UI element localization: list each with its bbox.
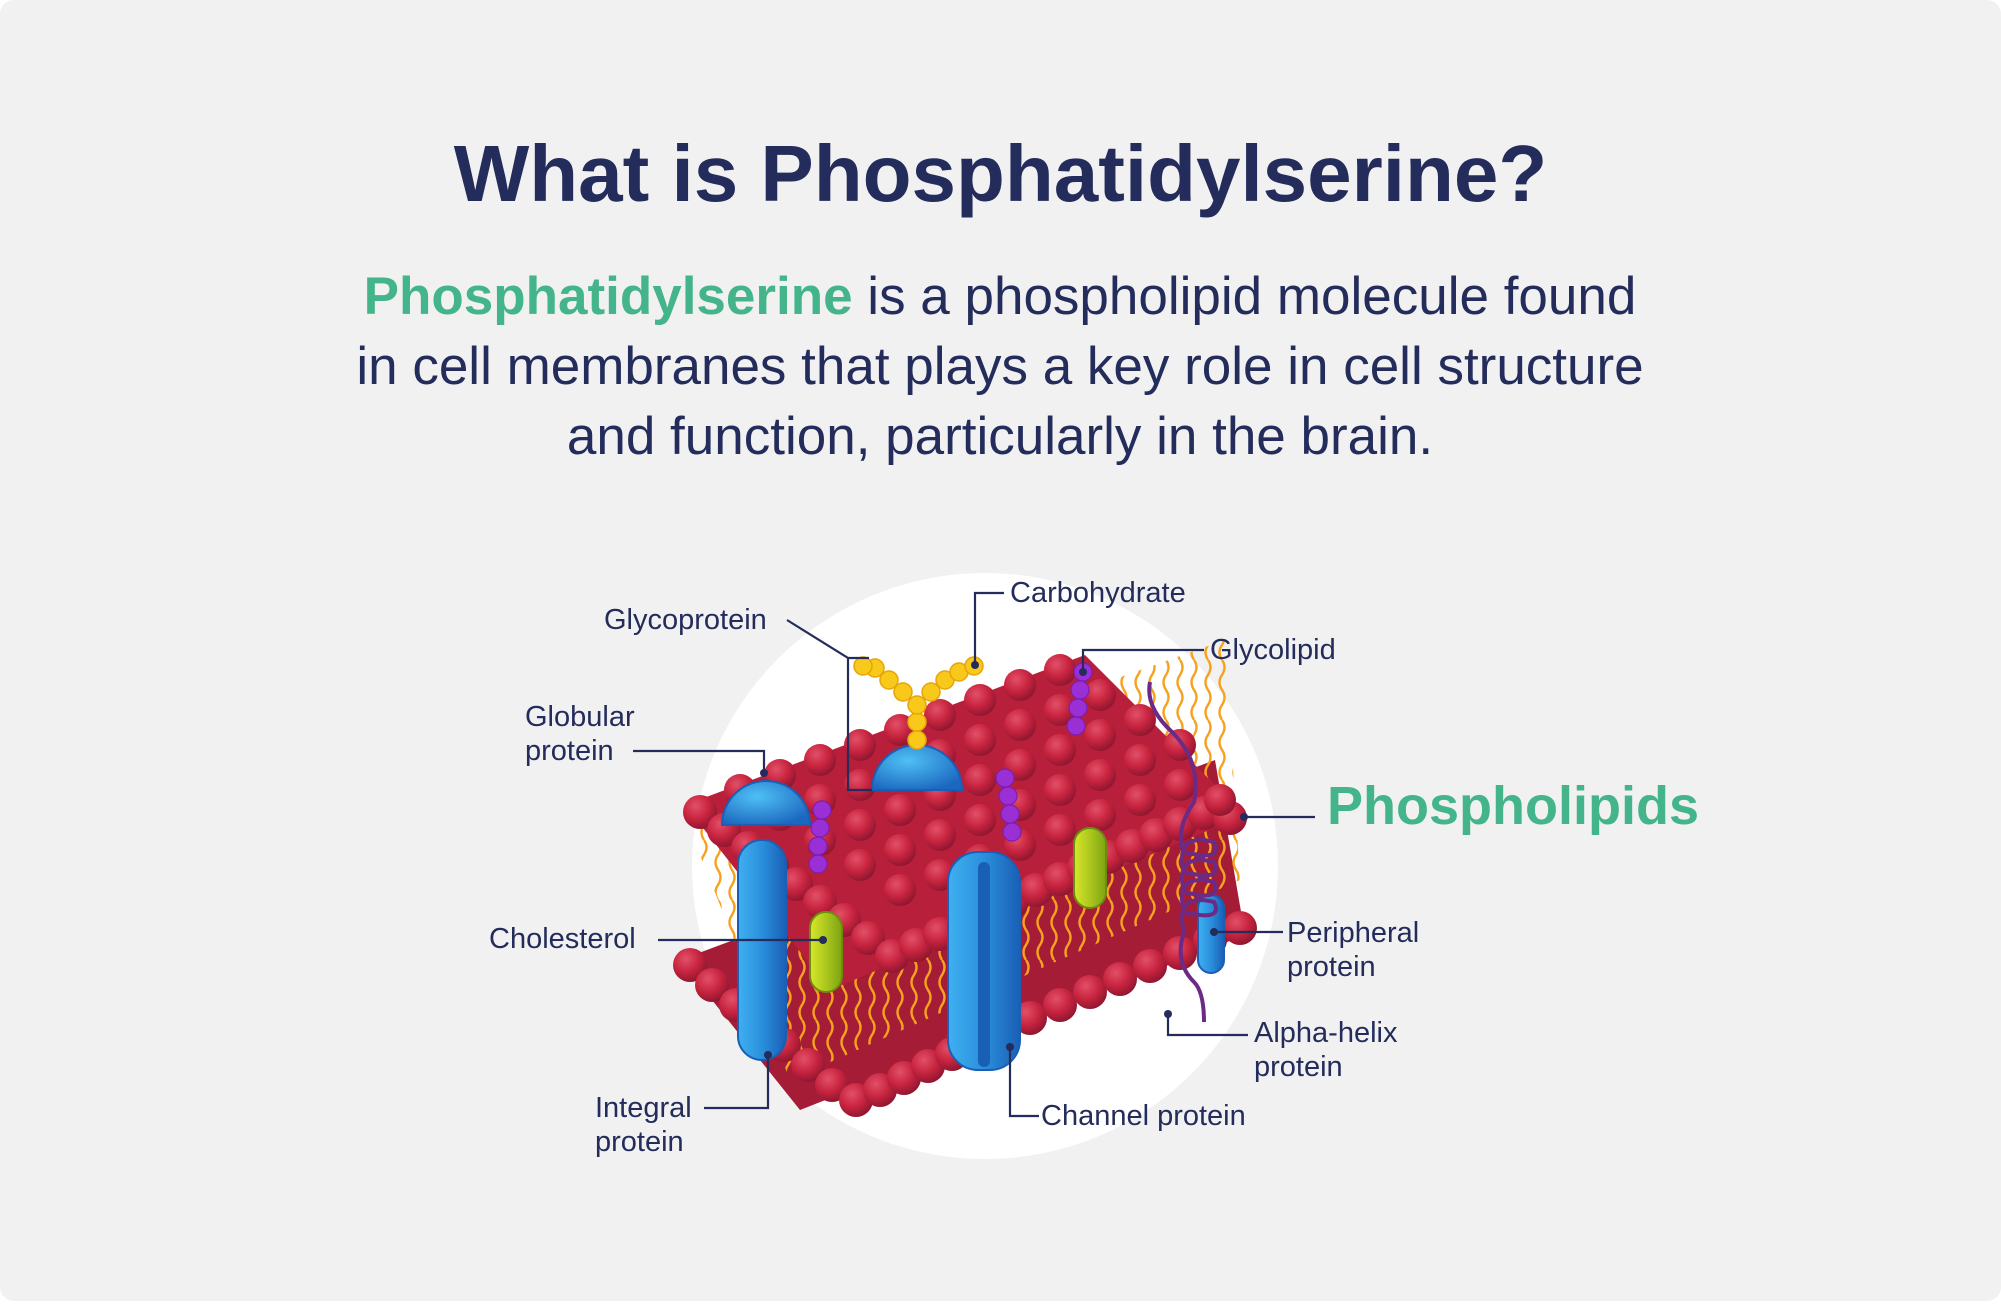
leader-dots xyxy=(760,661,1248,1059)
label-alpha-line1: Alpha-helix xyxy=(1254,1017,1398,1049)
label-cholesterol: Cholesterol xyxy=(489,923,636,955)
label-integral-line1: Integral xyxy=(595,1092,692,1124)
label-integral-line2: protein xyxy=(595,1126,684,1158)
alpha-helix-protein xyxy=(1147,681,1218,1023)
cholesterol-left xyxy=(809,911,843,993)
label-globular-line2: protein xyxy=(525,735,614,767)
leader-lines xyxy=(633,591,1315,1118)
integral-protein xyxy=(737,839,787,1061)
label-globular-protein: Globular protein xyxy=(525,700,635,768)
label-peripheral-protein: Peripheral protein xyxy=(1287,916,1419,984)
term-highlight: Phosphatidylserine xyxy=(363,267,853,326)
label-integral-protein: Integral protein xyxy=(595,1091,692,1159)
glycolipids xyxy=(808,662,1093,874)
label-channel-protein: Channel protein xyxy=(1041,1100,1246,1132)
label-phospholipids: Phospholipids xyxy=(1327,776,1699,836)
intro-line-2: in cell membranes that plays a key role … xyxy=(356,337,1644,396)
intro-line-1: Phosphatidylserine is a phospholipid mol… xyxy=(250,262,1750,332)
glycoprotein xyxy=(853,656,984,791)
label-alpha-helix-protein: Alpha-helix protein xyxy=(1254,1016,1397,1084)
page-title: What is Phosphatidylserine? xyxy=(453,129,1548,218)
intro-line-1-rest: is a phospholipid molecule found xyxy=(852,267,1637,326)
label-glycoprotein: Glycoprotein xyxy=(604,604,767,636)
label-glycolipid: Glycolipid xyxy=(1210,634,1336,666)
intro-paragraph: Phosphatidylserine is a phospholipid mol… xyxy=(250,262,1750,472)
channel-protein xyxy=(947,851,1021,1071)
label-carbohydrate: Carbohydrate xyxy=(1010,577,1186,609)
globular-protein xyxy=(720,780,812,826)
label-peripheral-line1: Peripheral xyxy=(1287,917,1420,949)
label-alpha-line2: protein xyxy=(1254,1051,1343,1083)
intro-line-3: and function, particularly in the brain. xyxy=(566,407,1434,466)
label-globular-line1: Globular xyxy=(525,701,635,733)
label-peripheral-line2: protein xyxy=(1287,951,1376,983)
cholesterol-right xyxy=(1073,827,1107,909)
